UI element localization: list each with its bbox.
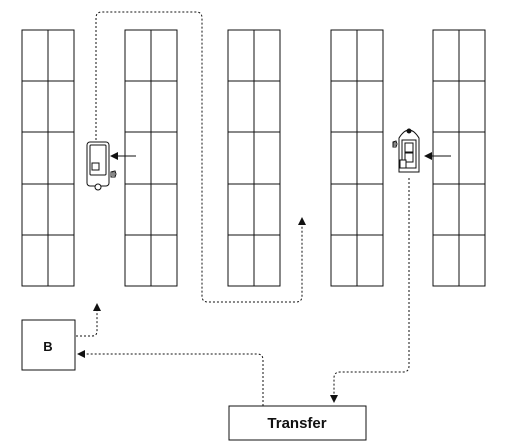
arrow-to-right-vehicle	[424, 152, 451, 160]
b-station-label: B	[43, 339, 52, 354]
route-path-main	[95, 11, 306, 303]
route-path-vehicle-to-transfer	[330, 178, 410, 403]
route-path-b-to-aisle	[76, 303, 101, 337]
rack-5	[432, 29, 486, 287]
route-path-transfer-to-b	[77, 350, 264, 406]
rack-2	[124, 29, 178, 287]
rack-1	[21, 29, 75, 287]
b-station: B	[21, 319, 76, 371]
vehicle-left-icon	[86, 141, 117, 191]
vehicle-right-icon	[392, 128, 420, 173]
transfer-station-label: Transfer	[267, 415, 326, 432]
rack-3	[227, 29, 281, 287]
transfer-station: Transfer	[228, 405, 367, 441]
arrow-to-left-vehicle	[110, 152, 136, 160]
rack-4	[330, 29, 384, 287]
